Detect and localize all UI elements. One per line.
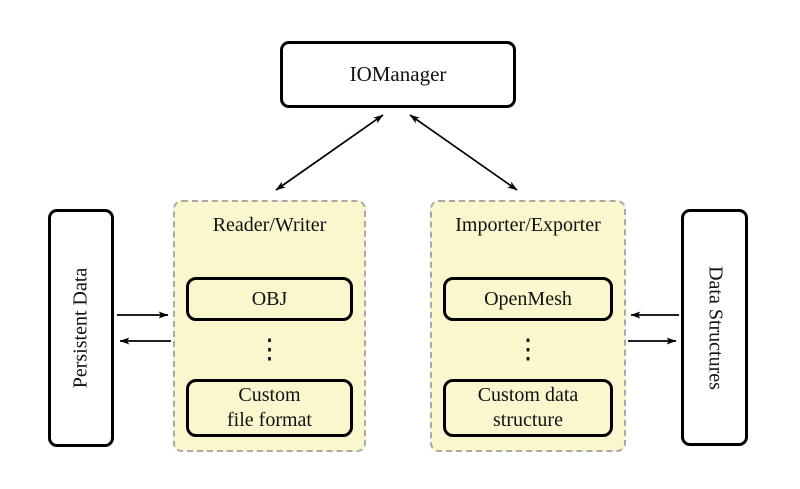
iomanager-node: IOManager — [280, 41, 516, 108]
arrow-iomanager-readerwriter — [275, 114, 384, 191]
data-structures-label: Data Structures — [704, 265, 726, 390]
iomanager-label: IOManager — [349, 62, 447, 86]
custom-data-structure-node: Custom data structure — [443, 379, 613, 437]
vdots-icon: ⋮ — [514, 334, 542, 364]
custom-file-format-line2: file format — [227, 409, 312, 431]
persistent-data-label: Persistent Data — [69, 267, 92, 389]
importer-exporter-title: Importer/Exporter — [455, 214, 601, 236]
custom-file-format-line1: Custom — [238, 384, 301, 406]
obj-label: OBJ — [251, 287, 288, 310]
data-structures-node: Data Structures — [681, 209, 748, 446]
obj-node: OBJ — [186, 277, 353, 321]
reader-writer-group: Reader/Writer OBJ ⋮ Custom file format — [173, 200, 366, 452]
vdots-icon: ⋮ — [256, 334, 283, 364]
custom-file-format-node: Custom file format — [186, 379, 353, 437]
custom-data-structure-line2: structure — [493, 409, 563, 431]
arrow-iomanager-importerexporter — [409, 114, 518, 191]
custom-data-structure-line1: Custom data — [477, 384, 579, 406]
reader-writer-title: Reader/Writer — [212, 214, 327, 236]
openmesh-label: OpenMesh — [484, 287, 572, 310]
openmesh-node: OpenMesh — [443, 277, 613, 321]
importer-exporter-group: Importer/Exporter OpenMesh ⋮ Custom data… — [430, 200, 626, 452]
persistent-data-node: Persistent Data — [48, 209, 114, 447]
